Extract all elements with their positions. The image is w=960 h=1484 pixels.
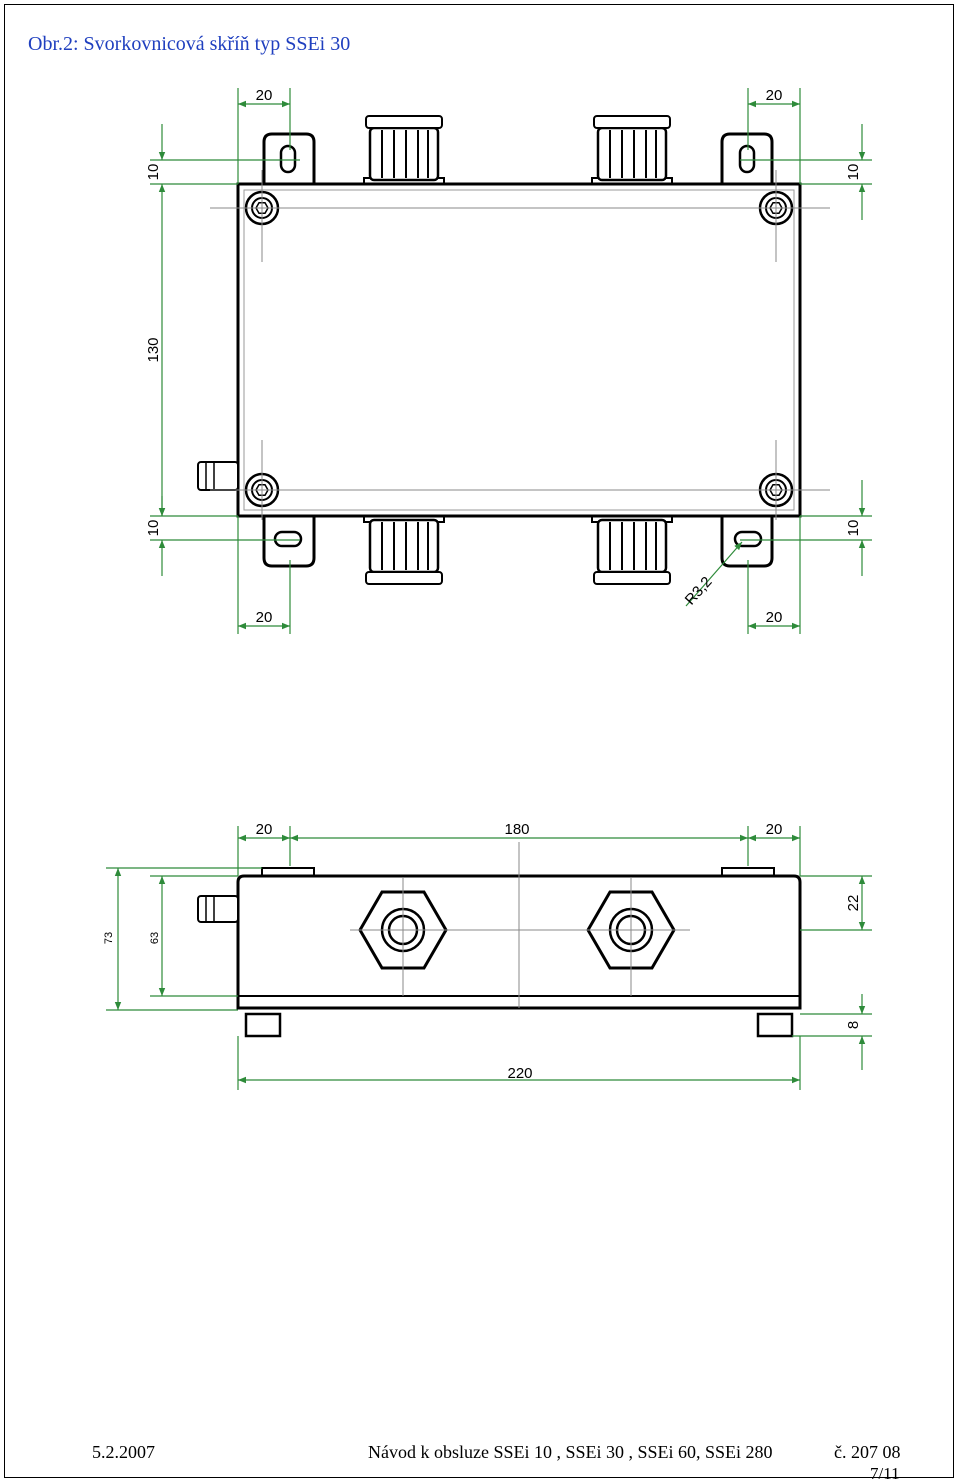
page-border [4,4,954,1478]
dim-top-right: 20 [766,87,783,104]
page-footer: 5.2.2007 Návod k obsluze SSEi 10 , SSEi … [0,1442,960,1483]
footer-doc-title: Návod k obsluze SSEi 10 , SSEi 30 , SSEi… [368,1442,773,1462]
figure-caption: Obr.2: Svorkovnicová skříň typ SSEi 30 [28,33,351,55]
dim-right-upper: 10 [845,164,862,181]
footer-date: 5.2.2007 [92,1442,155,1462]
dim-top-left: 20 [256,87,273,104]
footer-page-number: 7/11 [870,1464,900,1483]
dim-side-right-lower: 8 [845,1021,862,1029]
dim-right-lower: 10 [845,520,862,537]
dim-side-top-left: 20 [256,821,273,838]
dim-side-top-mid: 180 [504,821,529,838]
dim-side-bottom: 220 [507,1065,532,1082]
dim-side-left-inner: 63 [149,932,161,944]
footer-doc-number: č. 207 08 [834,1442,901,1462]
top-view [197,114,830,586]
dim-side-right-upper: 22 [845,895,862,912]
dim-left-upper: 10 [145,164,162,181]
dim-bottom-right: 20 [766,609,783,626]
dim-side-left-outer: 73 [103,932,115,944]
dim-bottom-left: 20 [256,609,273,626]
dim-side-top-right: 20 [766,821,783,838]
side-view [197,842,802,1038]
dim-left-height: 130 [145,337,162,362]
side-view-dimensions [106,826,872,1090]
side-view-dimension-labels: 20 180 20 73 63 22 8 220 [103,821,862,1082]
top-view-dimensions [150,88,872,634]
dim-left-lower: 10 [145,520,162,537]
